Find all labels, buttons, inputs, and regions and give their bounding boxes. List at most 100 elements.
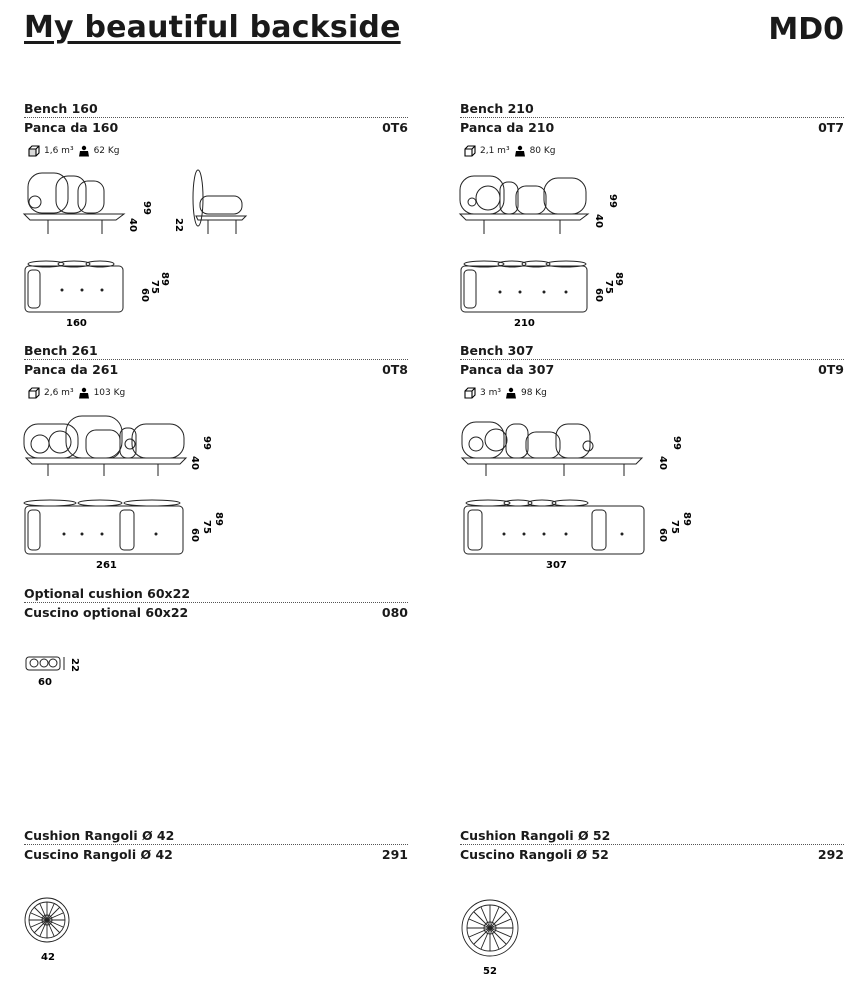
product-name-it-text: Panca da 160 <box>24 120 119 135</box>
product-code: 0T7 <box>818 120 844 135</box>
top-view <box>24 260 124 313</box>
product-name-en: Bench 261 <box>24 343 98 358</box>
bench-307-drawings: 99 40 60 75 89 307 <box>460 421 692 570</box>
dim-h2: 40 <box>189 456 200 470</box>
product-block-optional-cushion: Optional cushion 60x22 Cuscino optional … <box>24 586 408 621</box>
weight-icon <box>514 145 525 157</box>
product-code: 080 <box>381 605 408 620</box>
product-code: 292 <box>817 847 844 862</box>
product-block-bench-160: Bench 160 Panca da 160 0T6 <box>24 101 408 136</box>
dim-d3: 89 <box>213 512 224 526</box>
product-name-it: Panca da 210 0T7 <box>460 117 844 136</box>
front-view <box>458 175 590 234</box>
volume-icon <box>464 387 476 399</box>
top-view <box>23 499 184 555</box>
product-name-en: Cushion Rangoli Ø 52 <box>460 828 611 843</box>
product-name-it: Cuscino Rangoli Ø 52 292 <box>460 844 844 863</box>
product-name-it-text: Panca da 210 <box>460 120 555 135</box>
dim-h1: 99 <box>141 201 152 215</box>
weight-icon <box>78 145 89 157</box>
product-name-en: Bench 307 <box>460 343 534 358</box>
bench-210-drawings: 99 40 60 75 89 210 <box>458 175 624 328</box>
product-block-bench-307: Bench 307 Panca da 307 0T9 <box>460 343 844 378</box>
product-name-it-text: Panca da 307 <box>460 362 555 377</box>
dim-h1: 99 <box>607 194 618 208</box>
product-block-bench-261: Bench 261 Panca da 261 0T8 <box>24 343 408 378</box>
product-name-it-text: Cuscino optional 60x22 <box>24 605 189 620</box>
dim-w: 60 <box>38 677 52 688</box>
dim-d3: 89 <box>159 272 170 286</box>
front-view <box>22 172 126 234</box>
dim-d2: 75 <box>149 280 160 294</box>
product-code: 0T9 <box>818 362 844 377</box>
product-meta: 3 m³ 98 Kg <box>464 387 547 399</box>
volume-icon <box>464 145 476 157</box>
bench-261-drawings: 99 40 60 75 89 261 <box>23 415 224 570</box>
product-block-rangoli-52: Cushion Rangoli Ø 52 Cuscino Rangoli Ø 5… <box>460 828 844 863</box>
product-name-it-text: Cuscino Rangoli Ø 52 <box>460 847 609 862</box>
dim-h: 22 <box>69 658 80 672</box>
dim-h2: 40 <box>593 214 604 228</box>
product-name-en: Optional cushion 60x22 <box>24 586 191 601</box>
product-name-it: Panca da 261 0T8 <box>24 359 408 378</box>
weight-value: 80 Kg <box>529 146 556 156</box>
product-meta: 1,6 m³ 62 Kg <box>28 145 120 157</box>
front-view <box>460 421 644 476</box>
optional-cushion-drawing: 22 60 <box>25 656 80 688</box>
side-view <box>192 169 248 234</box>
product-block-bench-210: Bench 210 Panca da 210 0T7 <box>460 101 844 136</box>
product-name-en: Bench 160 <box>24 101 98 116</box>
top-view <box>460 260 588 313</box>
dim-h2: 40 <box>657 456 668 470</box>
dim-w: 42 <box>41 952 55 963</box>
dim-w: 52 <box>483 966 497 977</box>
weight-icon <box>78 387 89 399</box>
product-name-it-text: Panca da 261 <box>24 362 119 377</box>
product-name-it: Panca da 307 0T9 <box>460 359 844 378</box>
dim-h1: 99 <box>671 436 682 450</box>
dim-d1: 60 <box>189 528 200 542</box>
volume-value: 3 m³ <box>480 388 501 398</box>
front-view <box>23 415 188 476</box>
rangoli-42-drawing: 42 <box>24 897 70 963</box>
product-meta: 2,6 m³ 103 Kg <box>28 387 125 399</box>
dim-d2: 75 <box>603 280 614 294</box>
product-code: 0T8 <box>382 362 408 377</box>
top-view <box>463 499 645 555</box>
dim-h2: 40 <box>127 218 138 232</box>
dim-d1: 60 <box>139 288 150 302</box>
volume-icon <box>28 145 40 157</box>
dim-d3: 89 <box>613 272 624 286</box>
bench-160-drawings: 99 40 22 60 75 89 160 <box>22 169 248 328</box>
rangoli-52-drawing: 52 <box>461 899 519 977</box>
volume-value: 2,1 m³ <box>480 146 510 156</box>
weight-icon <box>505 387 516 399</box>
dim-h3: 22 <box>173 218 184 232</box>
dim-w: 261 <box>96 560 117 570</box>
product-code: 0T6 <box>382 120 408 135</box>
page-title: My beautiful backside <box>24 10 401 45</box>
dim-d2: 75 <box>669 520 680 534</box>
volume-icon <box>28 387 40 399</box>
collection-code: MD0 <box>768 12 844 47</box>
product-block-rangoli-42: Cushion Rangoli Ø 42 Cuscino Rangoli Ø 4… <box>24 828 408 863</box>
dim-d2: 75 <box>201 520 212 534</box>
product-name-it: Cuscino Rangoli Ø 42 291 <box>24 844 408 863</box>
product-code: 291 <box>381 847 408 862</box>
weight-value: 62 Kg <box>93 146 120 156</box>
product-name-it: Cuscino optional 60x22 080 <box>24 602 408 621</box>
product-name-it: Panca da 160 0T6 <box>24 117 408 136</box>
product-meta: 2,1 m³ 80 Kg <box>464 145 556 157</box>
product-name-it-text: Cuscino Rangoli Ø 42 <box>24 847 173 862</box>
dim-d3: 89 <box>681 512 692 526</box>
dim-w: 210 <box>514 318 535 328</box>
weight-value: 103 Kg <box>93 388 126 398</box>
volume-value: 1,6 m³ <box>44 146 74 156</box>
dim-d1: 60 <box>593 288 604 302</box>
dim-d1: 60 <box>657 528 668 542</box>
dim-w: 307 <box>546 560 567 570</box>
product-name-en: Cushion Rangoli Ø 42 <box>24 828 175 843</box>
weight-value: 98 Kg <box>520 388 547 398</box>
dim-w: 160 <box>66 318 87 328</box>
product-name-en: Bench 210 <box>460 101 534 116</box>
